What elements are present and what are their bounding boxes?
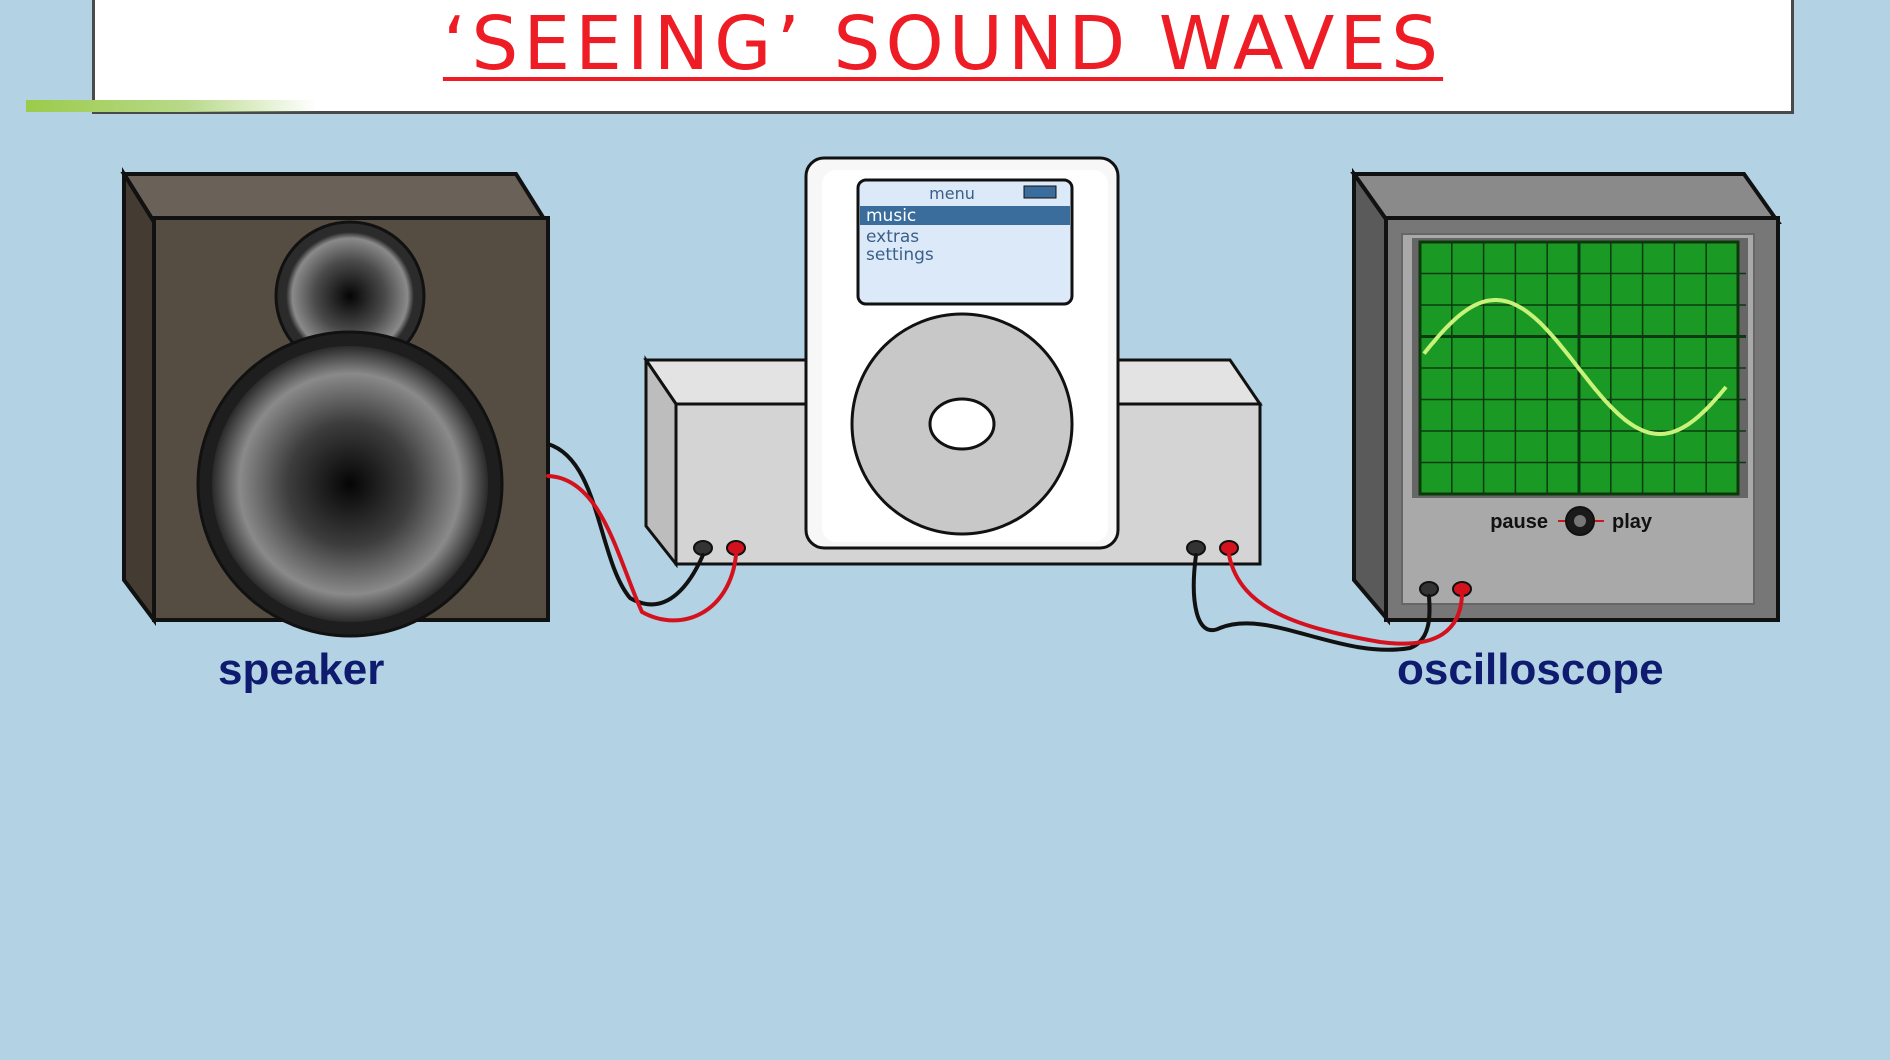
scope-jack-red bbox=[1452, 581, 1472, 597]
dock-jacks-left bbox=[693, 540, 746, 556]
sine-wave bbox=[1422, 298, 1728, 436]
ipod-menu-item-extras: extras bbox=[866, 227, 919, 247]
tweeter-icon bbox=[274, 220, 426, 372]
ipod-menu-item-settings: settings bbox=[866, 245, 934, 265]
speaker-label: speaker bbox=[218, 645, 385, 694]
play-label: play bbox=[1612, 511, 1653, 533]
dock-jacks-right bbox=[1186, 540, 1239, 556]
oscilloscope: pause play bbox=[1350, 167, 1782, 626]
ipod-menu-header: menu bbox=[929, 184, 975, 203]
click-wheel-icon bbox=[850, 312, 1074, 536]
scope-wires bbox=[1191, 553, 1464, 652]
ipod-menu-item-music: music bbox=[866, 206, 916, 226]
page-title: ‘SEEING’ SOUND WAVES bbox=[442, 1, 1444, 87]
speaker bbox=[120, 167, 550, 638]
oscilloscope-grid bbox=[1420, 242, 1746, 494]
title-box: ‘SEEING’ SOUND WAVES bbox=[92, 0, 1794, 114]
pause-play-knob[interactable] bbox=[1565, 506, 1595, 536]
speaker-wires bbox=[546, 442, 738, 623]
pause-label: pause bbox=[1490, 511, 1548, 533]
accent-bar bbox=[26, 100, 316, 112]
scope-jack-black bbox=[1419, 581, 1439, 597]
battery-icon bbox=[1023, 185, 1057, 199]
woofer-icon bbox=[196, 330, 504, 638]
ipod: menu music extras settings bbox=[804, 156, 1120, 550]
oscilloscope-label: oscilloscope bbox=[1397, 645, 1664, 694]
